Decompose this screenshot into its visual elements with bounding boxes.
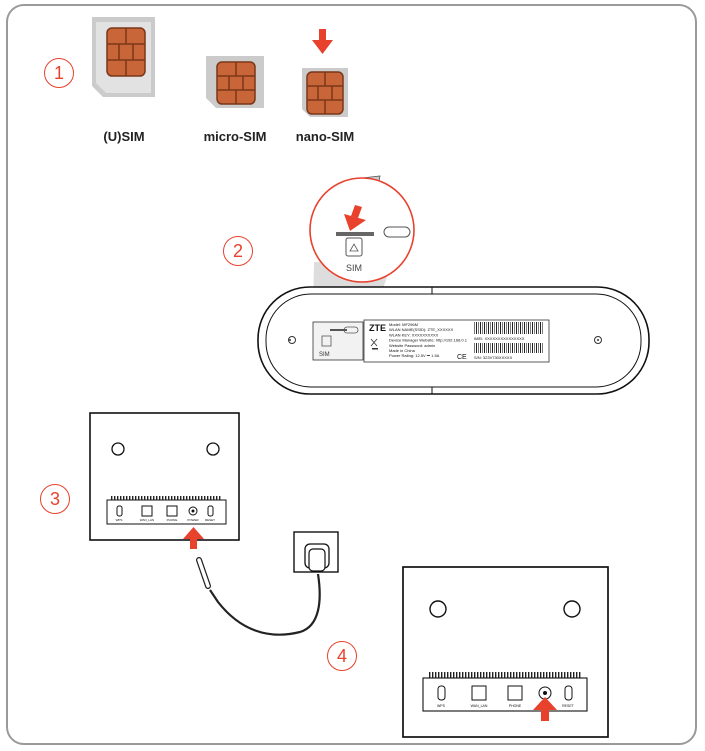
router-back-step3: WPS WAN_LAN PHONE POWER RESET	[89, 412, 240, 549]
port-label: RESET	[205, 518, 215, 522]
power-port-arrow-icon	[533, 697, 557, 721]
imei-text: IMEI: XXXXXXXXXXXXXXX	[474, 336, 525, 341]
usim-card	[92, 17, 155, 97]
port-label: WPS	[116, 518, 123, 522]
port-label: RESET	[562, 704, 575, 708]
router-sim-label: SIM	[319, 352, 330, 358]
step-1-badge: 1	[44, 58, 74, 88]
nano-sim-label: nano-SIM	[295, 129, 355, 144]
brand-logo: ZTE	[369, 323, 386, 333]
power-cable	[196, 557, 321, 636]
port-label: POWER	[187, 518, 199, 522]
step-4-badge: 4	[327, 641, 357, 671]
micro-sim-card	[206, 56, 264, 108]
ce-mark: CE	[457, 354, 467, 361]
sn-text: S/N: 323V730XXXXX	[474, 355, 513, 360]
power-arrow-icon	[183, 527, 204, 549]
step-2-badge: 2	[223, 236, 253, 266]
sim-slot-label: SIM	[346, 263, 362, 273]
label-line: Device Manager Website: http://192.168.0…	[389, 338, 468, 343]
micro-sim-chip	[216, 61, 256, 105]
sim-insert-arrow-icon	[344, 205, 366, 231]
label-line: WLAN KEY: XXXXXXXXXX	[389, 332, 439, 337]
page-frame	[6, 4, 697, 745]
usim-label: (U)SIM	[103, 129, 145, 144]
label-line: Power Rating: 12.5V ⎓ 1.5A	[389, 353, 440, 358]
port-label: PHONE	[167, 518, 178, 522]
port-label: WAN_LAN	[471, 704, 488, 708]
micro-sim-label: micro-SIM	[203, 129, 267, 144]
power-adapter	[293, 531, 339, 573]
port-labels-step3: WPS WAN_LAN PHONE POWER RESET	[116, 518, 216, 522]
usim-chip	[106, 27, 146, 77]
nano-sim-arrow-icon	[312, 29, 333, 54]
label-line: Made in China	[389, 348, 416, 353]
nano-sim-chip	[306, 71, 344, 115]
label-line: WLAN NAME(SSID): ZTE_XXXXXX	[389, 327, 454, 332]
port-label: WAN_LAN	[140, 518, 154, 522]
port-label: PHONE	[509, 704, 522, 708]
label-line: Model: MF296M	[389, 322, 418, 327]
nano-sim-card	[302, 68, 348, 117]
port-label: WPS	[437, 704, 446, 708]
step-3-badge: 3	[40, 484, 70, 514]
label-line: Website Password: admin	[389, 343, 435, 348]
